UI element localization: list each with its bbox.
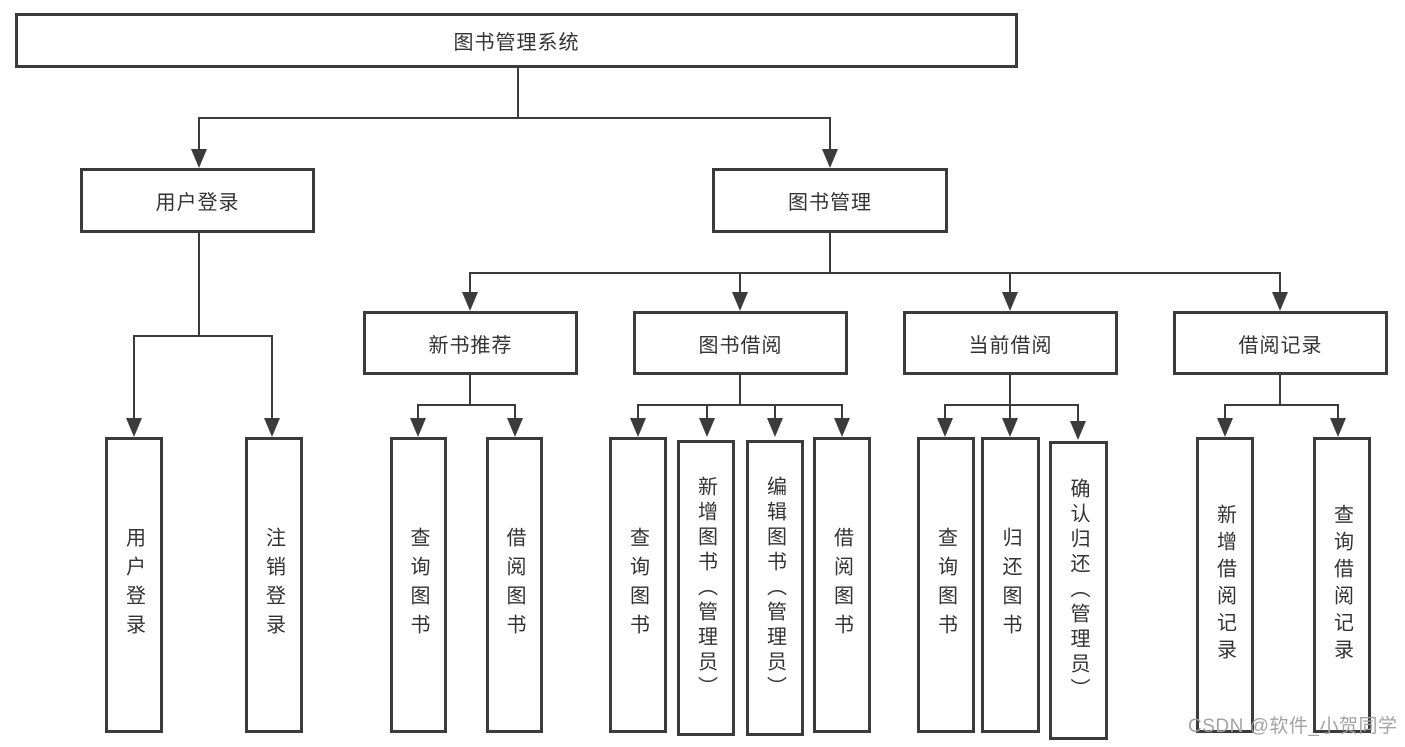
connector-drop-nb-borrow: [514, 404, 516, 422]
connector-l2-bar: [198, 117, 831, 119]
node-leaf-records-add: 新增借阅记录: [1196, 437, 1254, 733]
node-leaf-borrow-query: 查询图书: [609, 437, 667, 733]
connector-drop-cb-confirm: [1077, 404, 1079, 422]
arrowhead-icon: [732, 292, 748, 311]
node-leaf-current-return: 归还图书: [981, 437, 1040, 733]
node-current-borrow-label: 当前借阅: [968, 334, 1053, 357]
connector-drop-leaf-logout: [271, 335, 273, 421]
node-root: 图书管理系统: [15, 13, 1018, 68]
leaf-label: 借阅图书: [830, 527, 853, 643]
connector-current-borrow-bar: [944, 404, 1079, 406]
arrowhead-icon: [1330, 418, 1346, 437]
node-root-label: 图书管理系统: [453, 32, 580, 54]
arrowhead-icon: [126, 418, 142, 437]
arrowhead-icon: [191, 149, 207, 168]
node-leaf-current-confirm: 确认归还（管理员）: [1049, 441, 1108, 740]
connector-drop-bb-borrow: [841, 404, 843, 422]
arrowhead-icon: [410, 418, 426, 437]
leaf-label: 注销登录: [262, 527, 285, 643]
arrowhead-icon: [1002, 292, 1018, 311]
leaf-label: 编辑图书（管理员）: [763, 475, 786, 701]
node-user-login-label: 用户登录: [155, 192, 240, 214]
node-borrow-records-label: 借阅记录: [1238, 334, 1323, 357]
connector-book-mgmt-stem: [829, 233, 831, 274]
arrowhead-icon: [834, 418, 850, 437]
connector-user-login-stem: [198, 233, 200, 337]
connector-drop-bb-add: [706, 404, 708, 422]
connector-book-borrow-bar: [637, 404, 843, 406]
arrowhead-icon: [264, 418, 280, 437]
node-leaf-current-query: 查询图书: [917, 437, 975, 733]
arrowhead-icon: [822, 149, 838, 168]
connector-borrow-records-stem: [1279, 375, 1281, 406]
connector-drop-bb-edit: [774, 404, 776, 422]
node-current-borrow: 当前借阅: [903, 311, 1118, 375]
connector-drop-cb-return: [1009, 404, 1011, 422]
node-leaf-borrow-borrow: 借阅图书: [813, 437, 871, 733]
node-leaf-user-login: 用户登录: [105, 437, 163, 733]
arrowhead-icon: [937, 418, 953, 437]
connector-borrow-records-bar: [1224, 404, 1338, 406]
node-leaf-newbooks-borrow: 借阅图书: [486, 437, 543, 733]
connector-new-books-stem: [469, 375, 471, 406]
arrowhead-icon: [630, 418, 646, 437]
leaf-label: 借阅图书: [503, 527, 525, 643]
node-book-borrow-label: 图书借阅: [698, 334, 783, 357]
arrowhead-icon: [1002, 418, 1018, 437]
connector-drop-borrow-records: [1279, 272, 1281, 294]
watermark-text: CSDN @软件_小贺同学: [1188, 716, 1398, 737]
connector-drop-bb-query: [637, 404, 639, 422]
arrowhead-icon: [699, 418, 715, 437]
node-user-login: 用户登录: [80, 168, 315, 233]
connector-root-stem: [517, 67, 519, 119]
leaf-label: 用户登录: [122, 527, 145, 643]
connector-drop-nb-query: [417, 404, 419, 422]
connector-drop-br-query: [1337, 404, 1339, 422]
connector-drop-current-borrow: [1009, 272, 1011, 294]
arrowhead-icon: [507, 418, 523, 437]
node-leaf-newbooks-query: 查询图书: [390, 437, 447, 733]
node-new-books: 新书推荐: [363, 311, 578, 375]
leaf-label: 查询图书: [626, 527, 649, 643]
node-book-mgmt-label: 图书管理: [788, 192, 872, 214]
leaf-label: 确认归还（管理员）: [1067, 478, 1089, 703]
connector-drop-book-borrow: [739, 272, 741, 294]
arrowhead-icon: [767, 418, 783, 437]
node-leaf-borrow-edit: 编辑图书（管理员）: [746, 440, 804, 736]
connector-drop-cb-query: [944, 404, 946, 422]
node-book-mgmt: 图书管理: [712, 168, 948, 233]
connector-user-login-bar: [133, 335, 273, 337]
leaf-label: 归还图书: [999, 527, 1021, 643]
leaf-label: 查询图书: [407, 527, 429, 643]
connector-current-borrow-stem: [1009, 375, 1011, 406]
connector-new-books-bar: [417, 404, 516, 406]
connector-book-borrow-stem: [739, 375, 741, 406]
connector-drop-user-login: [198, 117, 200, 153]
leaf-label: 新增图书（管理员）: [694, 475, 717, 701]
leaf-label: 查询图书: [934, 527, 957, 643]
node-new-books-label: 新书推荐: [428, 334, 513, 357]
node-leaf-logout: 注销登录: [245, 437, 303, 733]
leaf-label: 新增借阅记录: [1213, 504, 1236, 666]
arrowhead-icon: [1272, 292, 1288, 311]
arrowhead-icon: [462, 292, 478, 311]
node-leaf-records-query: 查询借阅记录: [1313, 437, 1371, 733]
node-borrow-records: 借阅记录: [1173, 311, 1388, 375]
connector-drop-book-mgmt: [829, 117, 831, 153]
leaf-label: 查询借阅记录: [1330, 504, 1353, 666]
arrowhead-icon: [1217, 418, 1233, 437]
arrowhead-icon: [1070, 421, 1086, 440]
node-book-borrow: 图书借阅: [633, 311, 848, 375]
connector-l3-bar: [469, 272, 1281, 274]
connector-drop-br-add: [1224, 404, 1226, 422]
node-leaf-borrow-add: 新增图书（管理员）: [677, 440, 735, 736]
connector-drop-leaf-user-login: [133, 335, 135, 421]
connector-drop-new-books: [469, 272, 471, 294]
